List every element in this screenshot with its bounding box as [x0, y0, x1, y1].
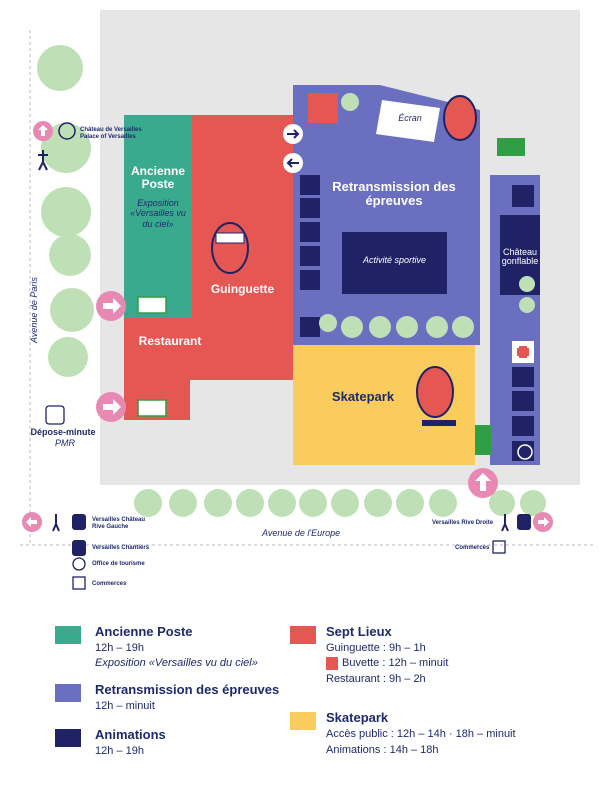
label-pmr: PMR [55, 438, 75, 448]
direction-arrows [283, 124, 303, 173]
site-map: Ancienne Poste Exposition «Versailles vu… [20, 10, 595, 590]
ecran-screen [376, 100, 440, 142]
train-icon-chantiers [72, 540, 86, 556]
trees-bottom [134, 489, 546, 517]
label-rive-droite: Versailles Rive Droite [432, 520, 494, 526]
legend-sept-lieux-restaurant: Restaurant : 9h – 2h [326, 673, 426, 685]
legend-skatepark-animations: Animations : 14h – 18h [326, 744, 439, 756]
legend-ancienne-poste-note: Exposition «Versailles vu du ciel» [95, 657, 258, 669]
info-icon-map [517, 444, 533, 460]
label-chateau-gonflable: Château gonflable [501, 247, 539, 267]
legend: Ancienne Poste 12h – 19h Exposition «Ver… [0, 600, 600, 788]
buvette-icon-legend [326, 657, 338, 670]
label-restaurant: Restaurant [138, 334, 202, 348]
label-activite-sportive: Activité sportive [362, 255, 427, 265]
label-chantiers: Versailles Chantiers [92, 545, 150, 551]
entrance-arrows[interactable] [22, 121, 553, 532]
label-avenue-europe: Avenue de l'Europe [262, 528, 341, 538]
legend-swatch-red [290, 626, 316, 644]
legend-sept-lieux-guinguette: Guinguette : 9h – 1h [326, 642, 426, 654]
label-chateau: Château de Versailles [80, 127, 142, 133]
legend-swatch-navy [55, 729, 81, 747]
buvette-icon [308, 93, 338, 123]
legend-animations-title: Animations [95, 727, 166, 742]
train-icon-right [517, 514, 531, 530]
label-ecran: Écran [398, 113, 422, 123]
label-palace: Palace of Versailles [80, 134, 136, 140]
legend-ancienne-poste-hours: 12h – 19h [95, 642, 144, 654]
legend-swatch-yellow [290, 712, 316, 730]
mascot-skatepark [416, 366, 456, 426]
animation-boxes-left [300, 175, 320, 337]
legend-ancienne-poste-title: Ancienne Poste [95, 624, 193, 639]
mascot-ecran [443, 95, 477, 141]
legend-sept-lieux-buvette: Buvette : 12h – minuit [342, 657, 449, 669]
shopping-icon-right [492, 540, 506, 554]
legend-skatepark-title: Skatepark [326, 710, 389, 725]
shopping-icon-left [72, 576, 86, 590]
inner-trees [319, 93, 535, 338]
legend-swatch-green [55, 626, 81, 644]
label-depose: Dépose-minute [30, 427, 96, 437]
label-rive-gauche: Versailles Château Rive Gauche [92, 517, 146, 530]
legend-animations-hours: 12h – 19h [95, 745, 144, 757]
legend-sept-lieux-title: Sept Lieux [326, 624, 392, 639]
toilets-icon [512, 185, 534, 207]
label-guinguette: Guinguette [210, 282, 275, 296]
legend-retransmission-hours: 12h – minuit [95, 700, 155, 712]
chateau-icon [58, 122, 76, 140]
pmr-icon [45, 405, 65, 425]
label-retransmission: Retransmission des épreuves [332, 179, 456, 208]
map-graphic [20, 10, 595, 590]
label-avenue-paris: Avenue de Paris [29, 277, 39, 343]
train-icon-left [72, 514, 86, 530]
mascot-guinguette [211, 222, 249, 274]
animation-boxes-right [512, 367, 534, 461]
info-icon [72, 557, 86, 571]
zone-restaurant[interactable] [124, 318, 293, 420]
label-ancienne-poste: Ancienne Poste [130, 164, 185, 191]
emergency-exit-icons [137, 138, 525, 455]
zone-activite-sportive[interactable] [342, 232, 447, 294]
label-skatepark: Skatepark [331, 389, 395, 404]
legend-swatch-purple [55, 684, 81, 702]
label-commerces-right: Commerces [455, 545, 490, 551]
pedestrian-icons [38, 150, 509, 532]
label-tourisme: Office de tourisme [92, 561, 145, 567]
legend-skatepark-acces: Accès public : 12h – 14h · 18h – minuit [326, 728, 516, 740]
trees-left [37, 45, 94, 377]
label-commerces-left: Commerces [92, 581, 127, 587]
label-exposition: Exposition «Versailles vu du ciel» [130, 198, 186, 229]
legend-retransmission-title: Retransmission des épreuves [95, 682, 280, 697]
